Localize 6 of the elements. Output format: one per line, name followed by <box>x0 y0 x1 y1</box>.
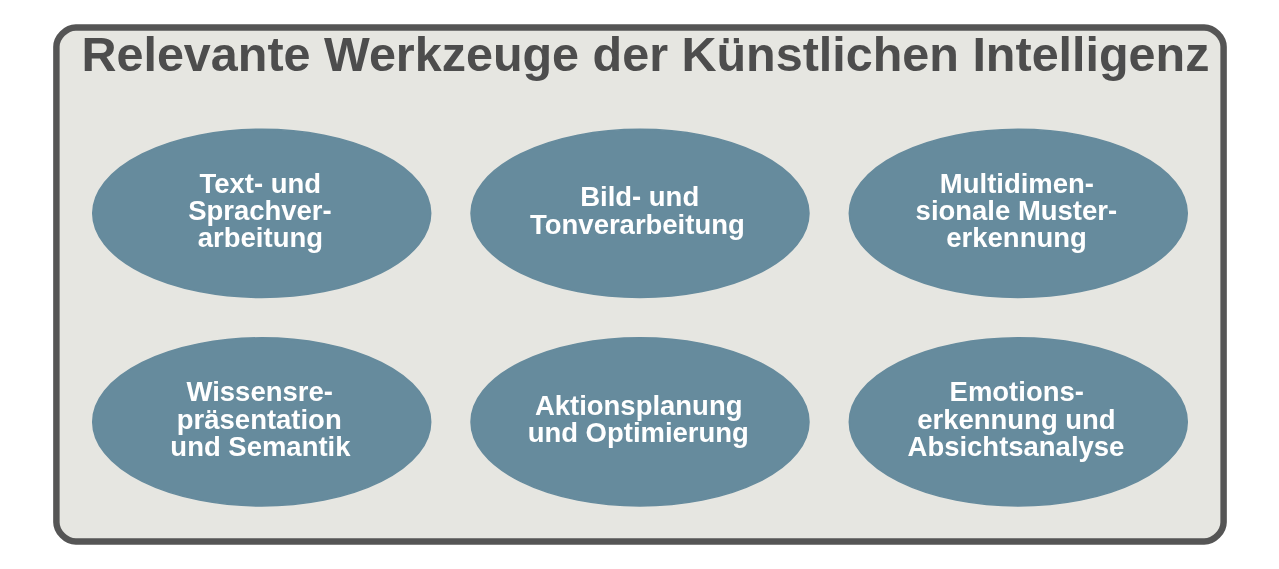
node-ellipse: Multidimen- sionale Muster- erkennung <box>848 128 1188 299</box>
node-ellipse: Text- und Sprachver- arbeitung <box>91 128 431 299</box>
node-ellipse: Bild- und Tonverarbeitung <box>469 128 810 299</box>
node-ellipse: Wissensre- präsentation und Semantik <box>91 337 431 507</box>
node-ellipse: Emotions- erkennung und Absichtsanalyse <box>848 337 1188 507</box>
node-ellipse: Aktionsplanung und Optimierung <box>469 337 810 507</box>
